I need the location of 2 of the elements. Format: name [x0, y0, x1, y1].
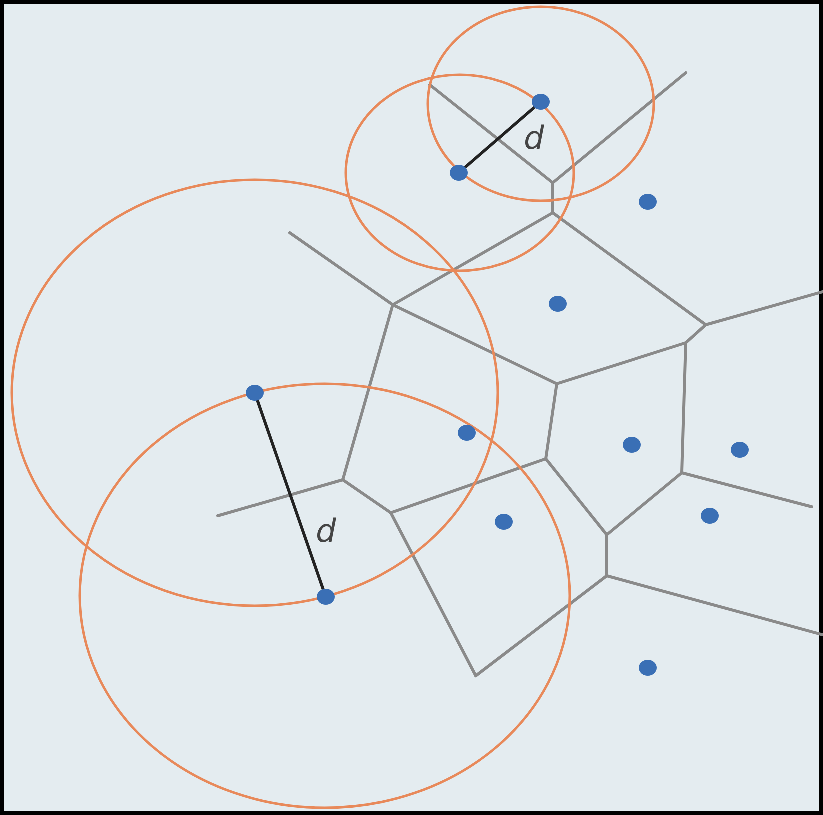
dimension-label: d	[316, 515, 336, 547]
dimension-label: d	[524, 122, 544, 154]
